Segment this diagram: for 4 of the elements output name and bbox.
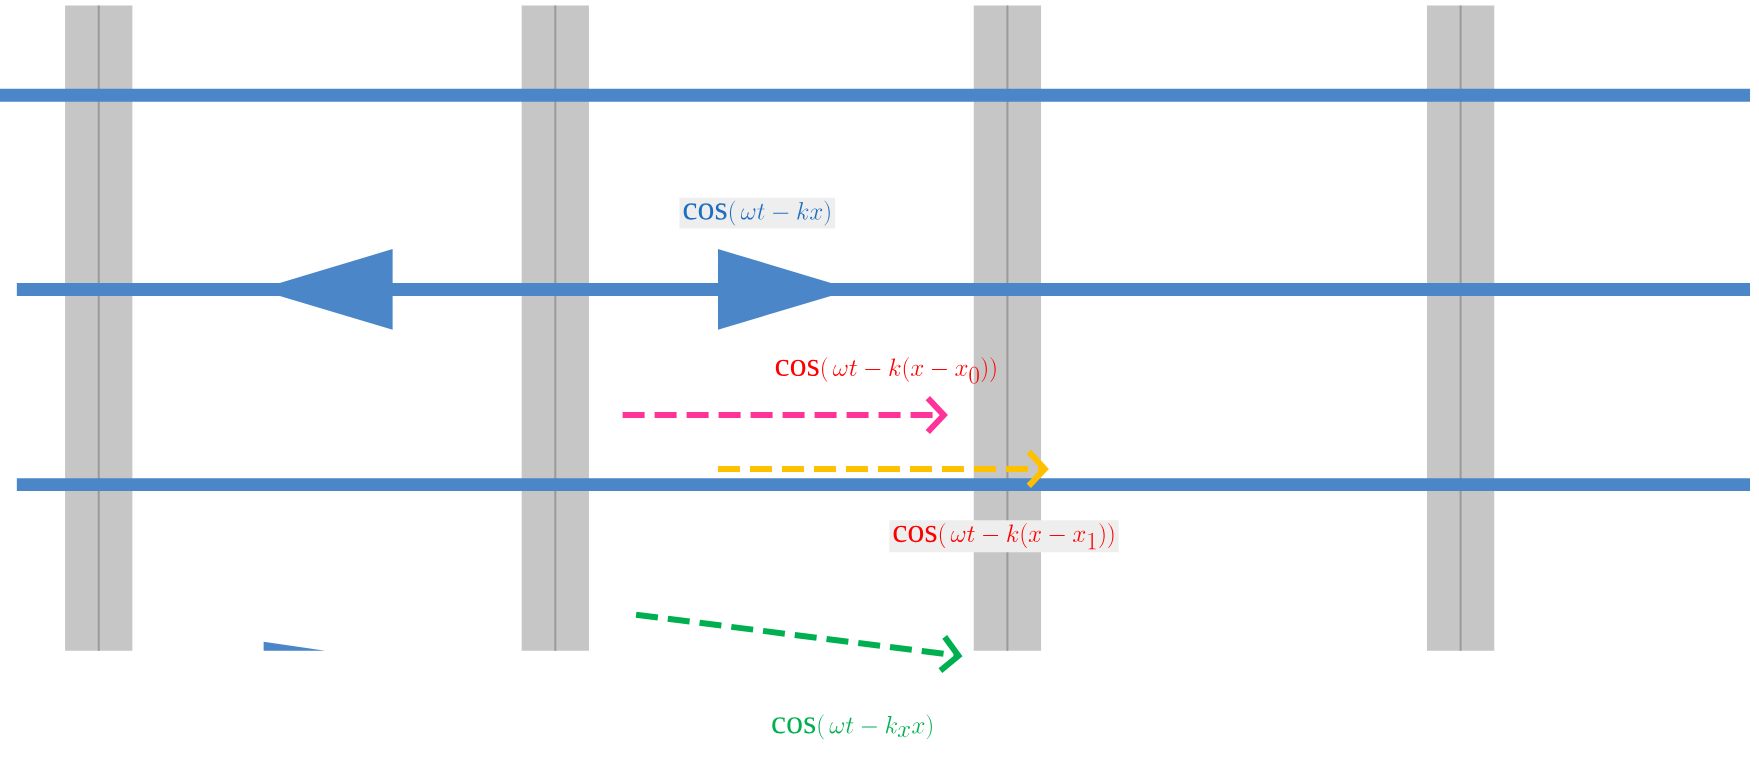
- formula-label: $\cos(\,\omega t-k_x x)$: [772, 714, 932, 740]
- formula-label: $\cos(\,\omega t-kx)$: [679, 197, 836, 229]
- formula-label: $\cos(\,\omega t-k(x-x_0))$: [775, 357, 996, 384]
- formula-label: $\cos(\,\omega t-k(x-x_1))$: [889, 520, 1119, 553]
